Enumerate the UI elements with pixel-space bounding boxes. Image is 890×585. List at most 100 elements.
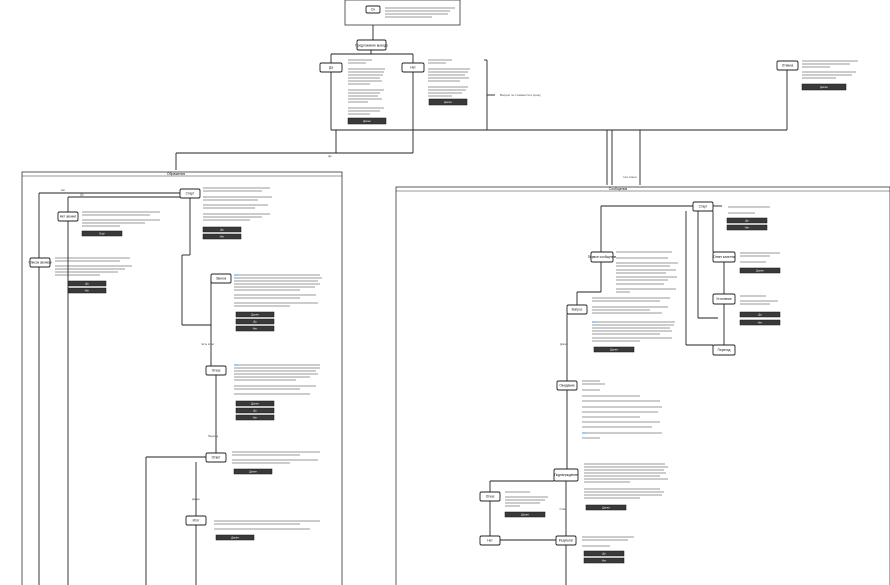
left-btn-6[interactable]: Далее (235, 311, 275, 318)
svg-text:Отмена: Отмена (782, 63, 794, 67)
top-left-node[interactable]: Да (319, 62, 343, 73)
left-btn-4[interactable]: Да (67, 280, 107, 287)
right-btn-8[interactable]: Далее (504, 511, 546, 518)
left-side-node[interactable]: Список звонков (28, 257, 52, 268)
svg-text:Далее: Далее (251, 312, 259, 316)
svg-text:Нет звонил: Нет звонил (60, 214, 77, 218)
svg-text:Нет: Нет (85, 288, 90, 292)
svg-text:Переход: Переход (718, 348, 731, 352)
svg-text:Нет: Нет (61, 188, 66, 192)
svg-text:Далее: Далее (444, 100, 452, 104)
side-note: Вопрос по стоимости и сроку (500, 93, 541, 97)
right-side2-node[interactable]: Уточнение (712, 293, 736, 305)
svg-text:Вопрос: Вопрос (572, 307, 583, 311)
left-panel-title: Ображения (167, 172, 185, 176)
top-left-note (348, 59, 385, 115)
svg-text:Да: Да (329, 65, 333, 69)
svg-text:Да: Да (602, 551, 606, 555)
svg-text:Нет ответа: Нет ответа (623, 175, 637, 179)
top-node[interactable]: Сн (365, 5, 381, 14)
svg-text:Ещё: Ещё (99, 231, 105, 235)
right-btn-3[interactable]: Далее (739, 267, 781, 274)
svg-text:Отказ: Отказ (212, 368, 221, 372)
top-left-button[interactable]: Далее (347, 117, 387, 125)
left-yes-node[interactable]: Нет звонил (57, 211, 79, 222)
svg-text:Нет: Нет (487, 538, 493, 542)
right-btn-2[interactable]: Нет (726, 224, 768, 231)
left-btn-9[interactable]: Далее (235, 400, 275, 407)
far-right-node[interactable]: Отмена (776, 60, 799, 71)
left-d-node[interactable]: Итог (185, 515, 207, 526)
left-a-node[interactable]: Звонок (210, 273, 232, 284)
svg-text:Далее: Далее (231, 535, 239, 539)
svg-text:Ответ клиента: Ответ клиента (713, 255, 735, 259)
svg-text:Далее: Далее (602, 505, 610, 509)
left-btn-3[interactable]: Ещё (81, 230, 123, 237)
svg-text:Нет: Нет (758, 320, 763, 324)
right-btn-6[interactable]: Далее (593, 346, 635, 353)
svg-text:Старт: Старт (699, 204, 708, 208)
choice-node[interactable]: Предложение выхода (355, 39, 388, 51)
left-btn-11[interactable]: Нет (235, 414, 275, 421)
left-btn-12[interactable]: Далее (233, 468, 273, 475)
left-btn-13[interactable]: Далее (215, 534, 255, 541)
left-btn-8[interactable]: Нет (235, 325, 275, 332)
svg-text:Далее: Далее (610, 347, 618, 351)
right-side1-node[interactable]: Ответ клиента (712, 251, 736, 263)
svg-text:Есть ответ: Есть ответ (202, 342, 216, 346)
svg-text:Список звонков: Список звонков (28, 260, 51, 264)
right-low-left2-node[interactable]: Нет (479, 535, 501, 546)
right-low-mid-node[interactable]: Результат (555, 535, 577, 546)
right-btn-9[interactable]: Да (583, 550, 625, 557)
right-start-node[interactable]: Старт (692, 201, 714, 212)
svg-text:Далее: Далее (192, 497, 200, 501)
right-mid-node[interactable]: Ожидание (556, 380, 578, 391)
left-btn-1[interactable]: Да (202, 226, 242, 233)
svg-text:Да: Да (80, 193, 84, 197)
right-btn-10[interactable]: Нет (583, 557, 625, 564)
svg-text:Звонок: Звонок (216, 276, 227, 280)
svg-text:Ожидание: Ожидание (559, 383, 575, 387)
svg-text:Предложение выхода: Предложение выхода (355, 43, 387, 47)
svg-text:Нет: Нет (253, 326, 258, 330)
right-main-node[interactable]: Первое сообщение (588, 251, 617, 263)
svg-text:Отказ: Отказ (560, 507, 568, 511)
top-right-button[interactable]: Далее (428, 98, 468, 106)
right-btn-7[interactable]: Далее (585, 504, 627, 511)
top-region: Сн Предложение выхода Да Нет (175, 0, 858, 185)
left-b-node[interactable]: Отказ (205, 365, 227, 376)
left-btn-7[interactable]: Да (235, 318, 275, 325)
right-end-node[interactable]: Переход (712, 344, 736, 356)
right-q1-node[interactable]: Вопрос (566, 304, 588, 315)
right-low-left-node[interactable]: Отказ (479, 491, 501, 502)
right-mid2-node[interactable]: Подтверждение (553, 468, 579, 482)
svg-text:Да: Да (85, 281, 89, 285)
right-btn-1[interactable]: Да (726, 217, 768, 224)
svg-text:Да: Да (328, 154, 332, 158)
left-c-node[interactable]: Ответ (205, 452, 227, 463)
right-btn-4[interactable]: Да (739, 311, 781, 318)
svg-text:Нет: Нет (220, 234, 225, 238)
svg-text:Далее: Далее (251, 401, 259, 405)
left-btn-10[interactable]: Да (235, 407, 275, 414)
svg-text:Нет: Нет (253, 415, 258, 419)
right-panel-title: Сообщения (609, 187, 628, 191)
far-right-button[interactable]: Далее (801, 83, 847, 91)
svg-text:Далее: Далее (521, 512, 529, 516)
svg-text:Сн: Сн (371, 7, 375, 11)
svg-text:Нет: Нет (602, 558, 607, 562)
svg-text:Итог: Итог (193, 518, 200, 522)
top-right-note (428, 59, 470, 97)
top-right-node[interactable]: Нет (401, 62, 425, 73)
svg-text:Да: Да (745, 218, 749, 222)
left-start-node[interactable]: Старт (179, 188, 201, 199)
svg-text:Далее: Далее (820, 85, 828, 89)
svg-text:Нет: Нет (410, 65, 416, 69)
svg-text:Да: Да (253, 408, 257, 412)
right-btn-5[interactable]: Нет (739, 319, 781, 326)
left-btn-2[interactable]: Нет (202, 233, 242, 240)
left-btn-5[interactable]: Нет (67, 287, 107, 294)
svg-text:Далее: Далее (249, 469, 257, 473)
svg-text:Да: Да (758, 312, 762, 316)
